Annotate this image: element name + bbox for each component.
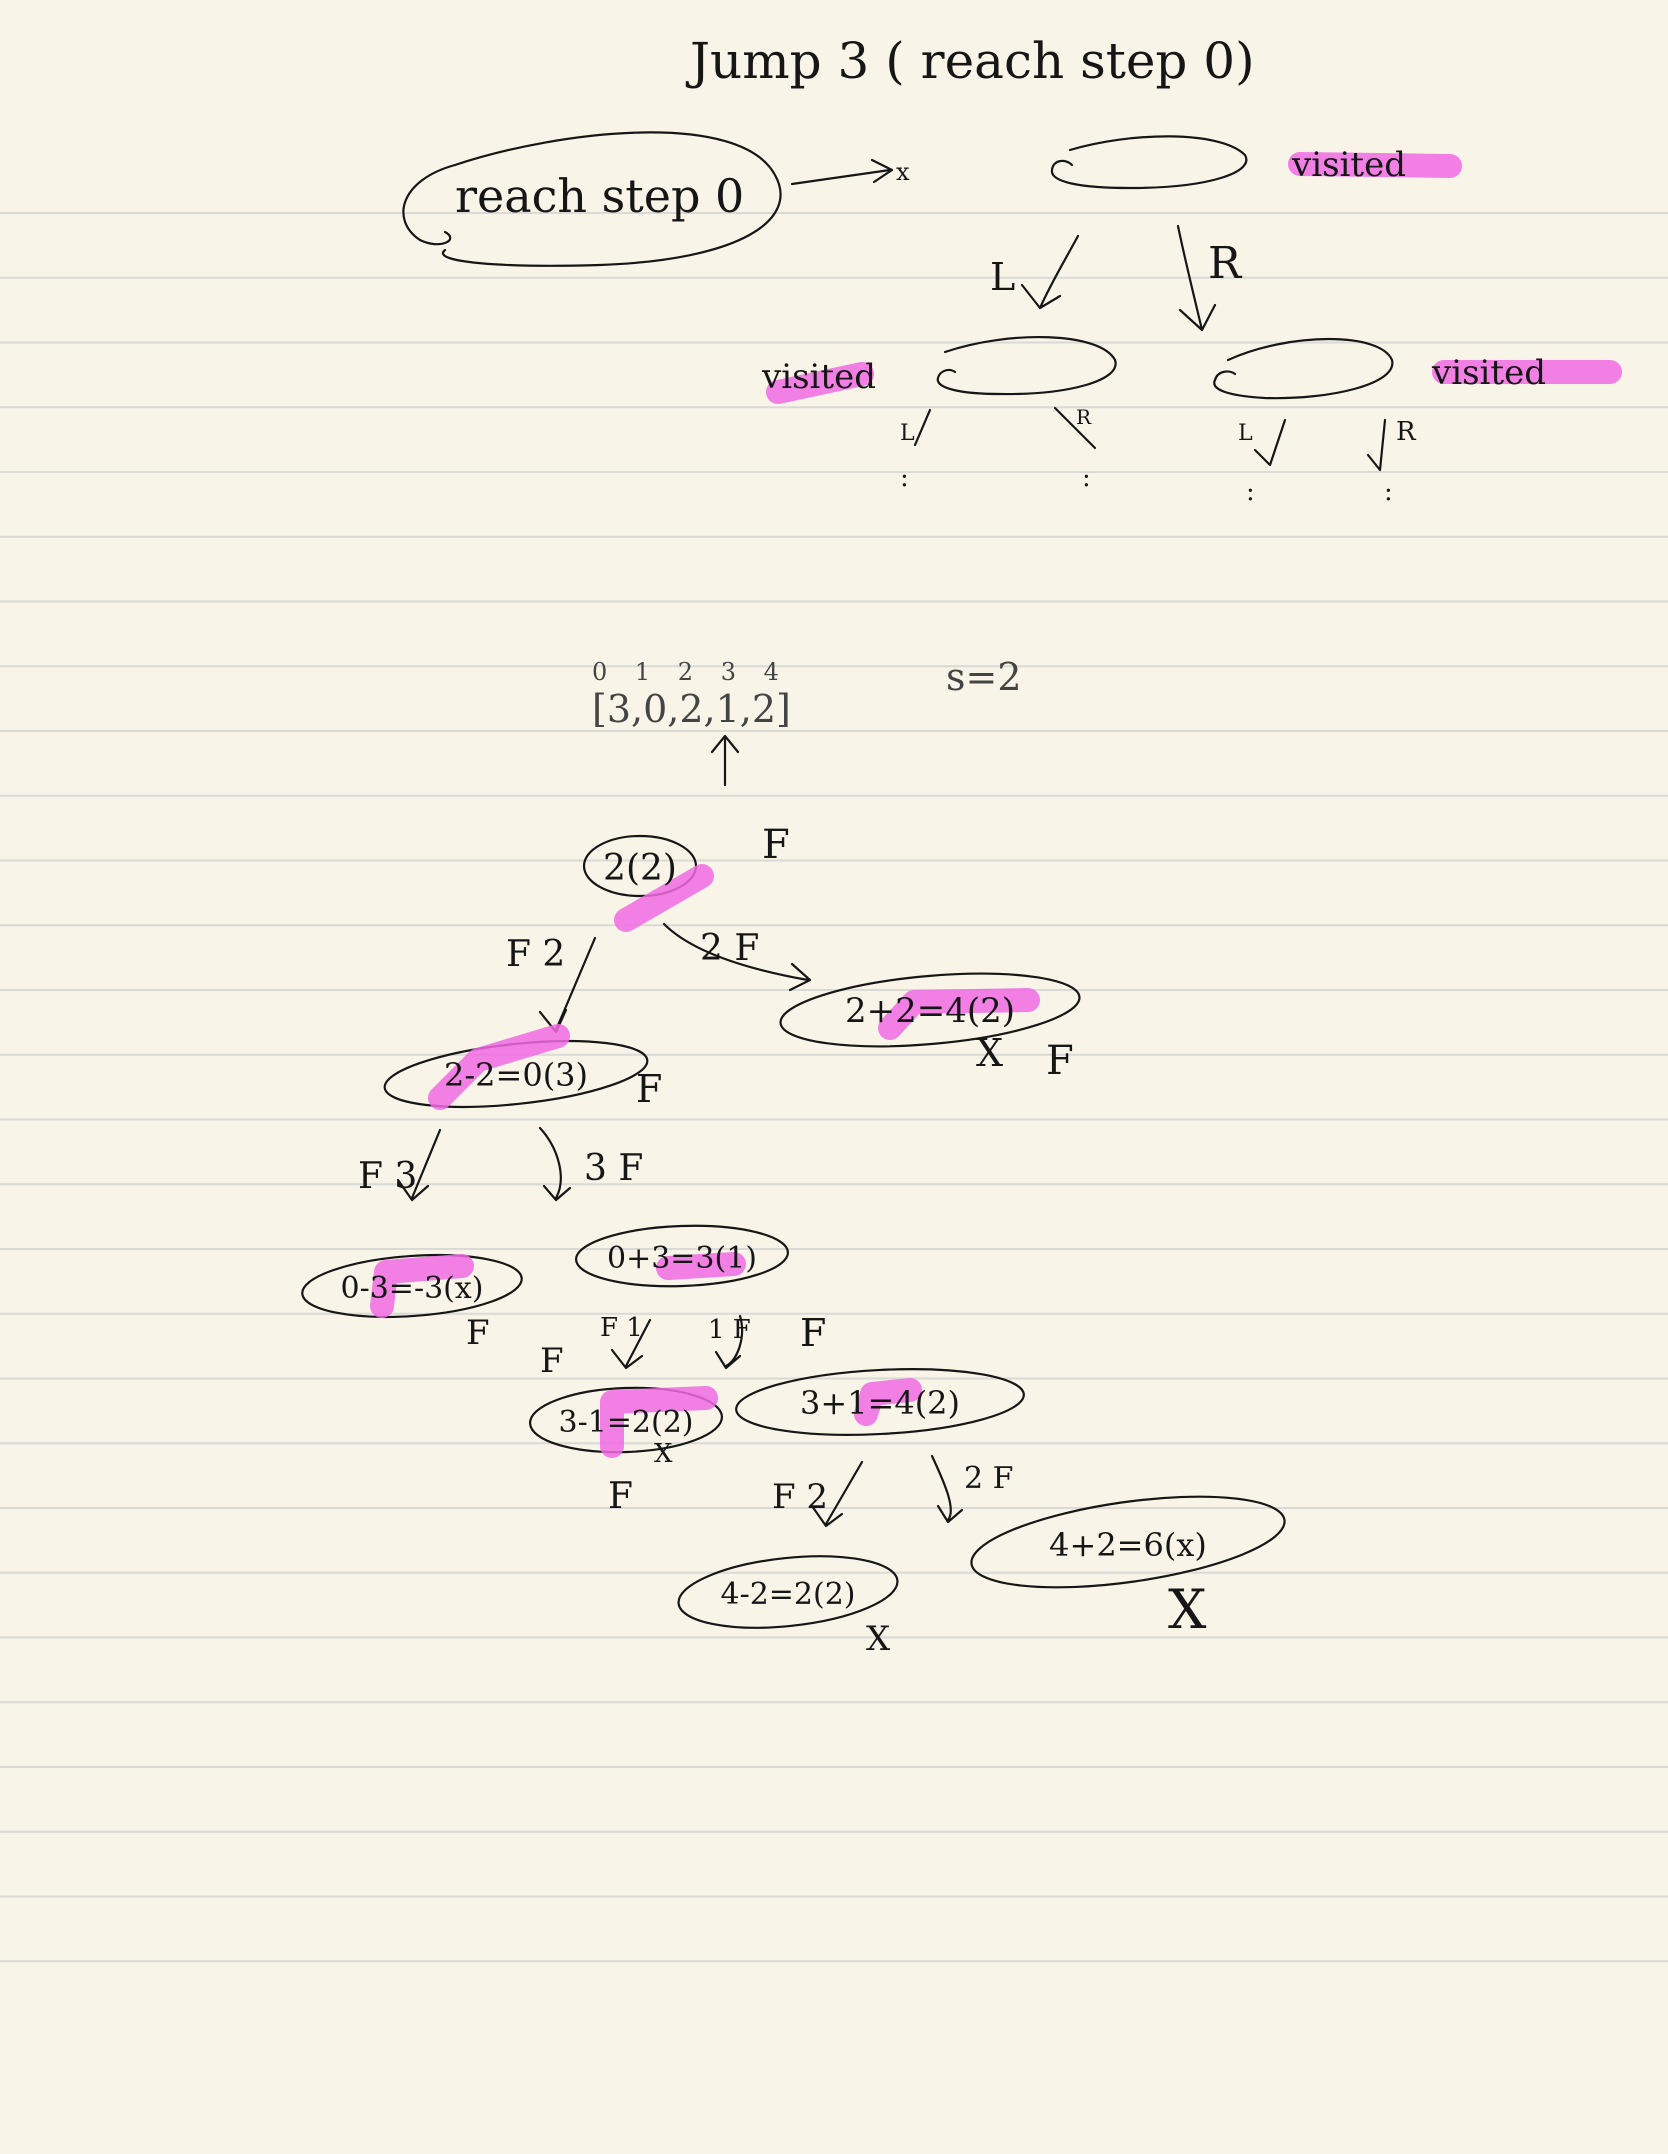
node-ll-label: 0-3=-3(x) xyxy=(341,1271,484,1306)
array-values: [3,0,2,1,2] xyxy=(592,687,791,731)
left-left-arrow xyxy=(396,1128,442,1202)
node-ll-outline xyxy=(301,1254,523,1318)
node-lrr-highlight xyxy=(854,1378,922,1426)
start-index: s=2 xyxy=(946,655,1022,699)
node-lrl-flag: F xyxy=(608,1476,633,1517)
lrr-left-edge-label: F 2 xyxy=(772,1477,828,1517)
root-right-arrow xyxy=(662,922,812,992)
node-lrrl-label: 4-2=2(2) xyxy=(720,1577,855,1612)
root-left-edge-label: F 2 xyxy=(506,934,565,975)
small-right-label-2: R xyxy=(1396,417,1417,447)
visited-left-highlight xyxy=(766,362,874,404)
visited-top-label: visited xyxy=(1291,145,1406,185)
node-lrl-outline xyxy=(528,1386,724,1454)
node-lrl-label: 3-1=2(2) xyxy=(558,1405,693,1440)
concept-node-left xyxy=(936,335,1117,396)
node-right-cross: X xyxy=(976,1031,1003,1075)
right-edge-label: R xyxy=(1208,238,1243,289)
concept-node-top xyxy=(1050,135,1248,190)
lr-left-edge-label: F 1 xyxy=(600,1313,643,1343)
page-heading: Jump 3 ( reach step 0) xyxy=(685,32,1255,90)
lr-right-arrow xyxy=(714,1314,744,1370)
node-right-label: 2+2=4(2) xyxy=(845,991,1015,1031)
node-ll-highlight xyxy=(370,1254,474,1318)
node-lrr-label: 3+1=4(2) xyxy=(800,1384,960,1422)
node-lrrr-cross: X xyxy=(1168,1578,1207,1641)
node-right-flag: F xyxy=(1046,1038,1074,1084)
lr-left-arrow xyxy=(610,1318,652,1370)
ellipsis-4: : xyxy=(1384,477,1393,507)
visited-right-label: visited xyxy=(1431,353,1546,393)
ellipsis-1: : xyxy=(900,463,909,493)
lr-right-edge-label: 1 F xyxy=(708,1315,751,1345)
root-right-edge-label: 2 F xyxy=(700,928,759,969)
ellipsis-2: : xyxy=(1082,463,1091,493)
node-right-outline xyxy=(779,972,1081,1048)
node-lrrl-cross: X xyxy=(866,1619,891,1659)
node-lrl-highlight xyxy=(600,1386,718,1458)
left-left-edge-label: F 3 xyxy=(358,1156,417,1197)
ellipsis-3: : xyxy=(1246,477,1255,507)
root-arrow xyxy=(790,158,894,186)
lrr-left-arrow xyxy=(810,1460,864,1528)
node-ll-flag: F xyxy=(466,1313,490,1353)
small-left-arrow-1 xyxy=(913,408,932,447)
left-edge-label: L xyxy=(990,255,1015,299)
left-right-edge-label: 3 F xyxy=(584,1148,643,1189)
node-lrrl-outline xyxy=(677,1555,899,1629)
small-right-arrow-1 xyxy=(1053,406,1097,450)
visited-left-label: visited xyxy=(761,357,876,397)
left-edge-arrow xyxy=(1020,234,1080,310)
start-pointer-arrow xyxy=(710,734,740,787)
small-left-label-1: L xyxy=(900,421,915,446)
root-node-outline xyxy=(402,131,782,267)
lrr-right-arrow xyxy=(930,1454,964,1524)
node-lr-label: 0+3=3(1) xyxy=(607,1241,757,1276)
array-indices: 0 1 2 3 4 xyxy=(592,658,789,686)
node-lrl-cross: X xyxy=(654,1439,673,1469)
node-right-highlight xyxy=(878,988,1040,1040)
node-left-flag: F xyxy=(636,1067,662,1111)
lr-right-flag: F xyxy=(800,1311,826,1355)
concept-tree: reach step 0 x visited L R visited visit… xyxy=(402,131,1622,507)
lr-left-flag: F xyxy=(540,1341,564,1381)
example-tree: 0 1 2 3 4 [3,0,2,1,2] s=2 2(2) F F 2 2 F… xyxy=(301,655,1286,1659)
node-root-label: 2(2) xyxy=(603,848,677,889)
node-left-label: 2-2=0(3) xyxy=(444,1056,588,1094)
node-lrr-outline xyxy=(735,1368,1025,1436)
small-left-label-2: L xyxy=(1238,421,1253,446)
small-right-label-1: R xyxy=(1076,405,1092,429)
lrr-right-edge-label: 2 F xyxy=(964,1461,1013,1496)
root-arrow-note: x xyxy=(896,158,910,186)
node-lr-highlight xyxy=(656,1252,746,1280)
small-left-arrow-2 xyxy=(1253,418,1287,467)
node-root-flag: F xyxy=(762,822,790,868)
node-left-highlight xyxy=(428,1024,570,1110)
root-node-label: reach step 0 xyxy=(455,169,744,223)
node-root-highlight xyxy=(614,864,714,932)
right-edge-arrow xyxy=(1176,224,1217,332)
node-lr-outline xyxy=(574,1224,790,1288)
node-lrrr-label: 4+2=6(x) xyxy=(1049,1526,1207,1564)
concept-node-right xyxy=(1213,337,1394,400)
small-right-arrow-2 xyxy=(1366,418,1387,472)
node-lrrr-outline xyxy=(970,1495,1286,1589)
left-right-arrow xyxy=(538,1126,572,1202)
visited-top-highlight xyxy=(1288,152,1462,178)
